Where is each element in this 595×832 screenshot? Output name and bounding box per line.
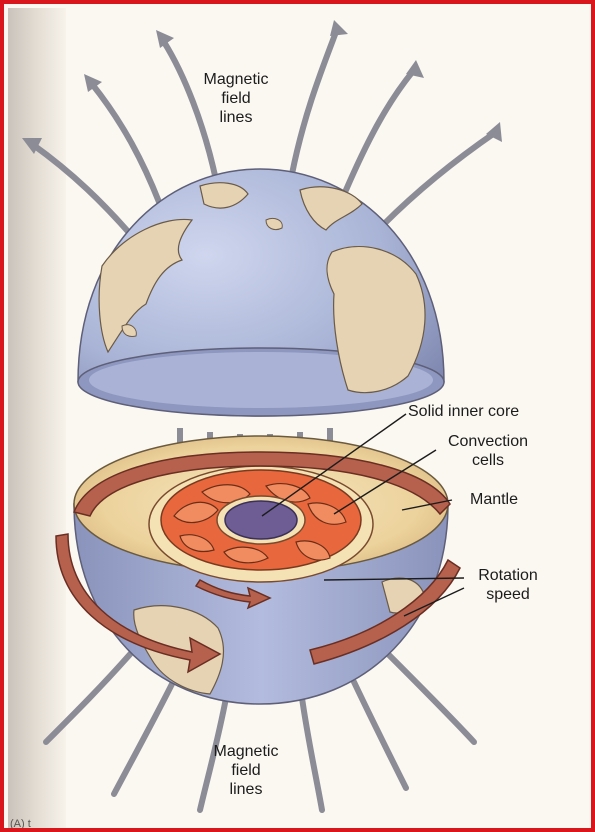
field-line — [384, 132, 496, 224]
mantle-label: Mantle — [454, 490, 534, 509]
arrowhead-icon — [330, 20, 348, 36]
field-line — [46, 652, 132, 742]
magnetic-field-label-top: Magnetic field lines — [194, 70, 278, 127]
corner-fragment-text: (A) t — [10, 818, 31, 830]
inner-core-label: Solid inner core — [408, 402, 548, 421]
convection-cells-label: Convection cells — [438, 432, 538, 470]
field-line — [114, 680, 174, 794]
field-line — [32, 144, 132, 236]
rotation-speed-label: Rotation speed — [466, 566, 550, 604]
field-line — [302, 698, 322, 810]
upper-hemisphere — [78, 169, 444, 416]
magnetic-field-label-bottom: Magnetic field lines — [204, 742, 288, 799]
field-line — [354, 682, 406, 788]
field-line — [346, 70, 414, 190]
field-line — [292, 32, 336, 174]
field-line — [92, 84, 159, 202]
field-line — [388, 654, 474, 742]
